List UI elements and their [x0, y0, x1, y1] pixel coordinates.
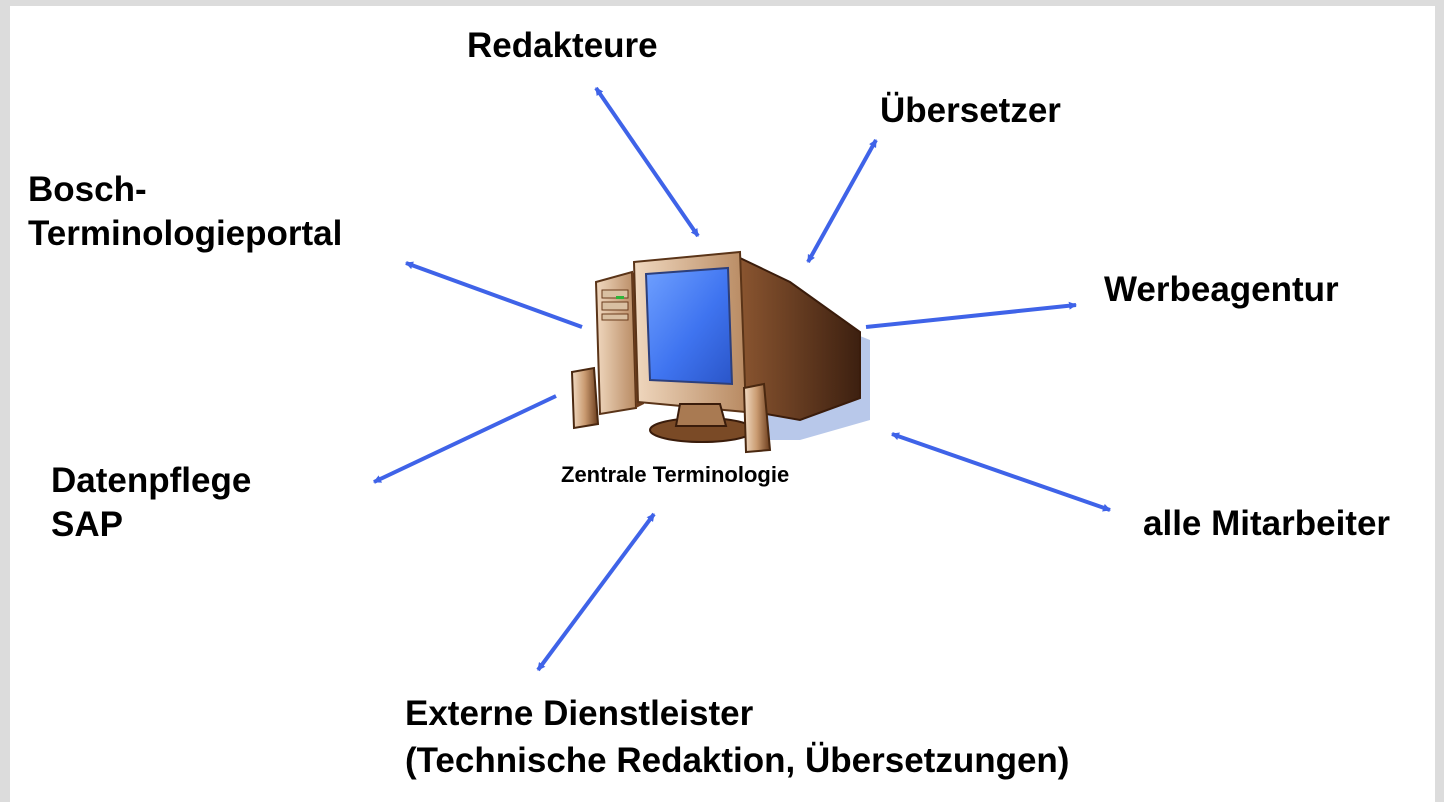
arrow-uebersetzer: [806, 139, 878, 263]
arrow-datenpflege: [373, 394, 557, 484]
label-mitarbeiter: alle Mitarbeiter: [1143, 504, 1391, 543]
label-uebersetzer: Übersetzer: [880, 91, 1061, 130]
arrow-externe: [536, 512, 656, 672]
label-werbeagentur: Werbeagentur: [1104, 270, 1339, 309]
arrow-bosch: [405, 261, 583, 329]
computer-icon: [570, 250, 870, 454]
label-externe: Externe Dienstleister (Technische Redakt…: [405, 694, 1070, 781]
arrow-werbeagentur: [865, 301, 1077, 329]
label-bosch: Bosch- Terminologieportal: [28, 170, 343, 253]
label-redakteure: Redakteure: [467, 26, 658, 65]
arrow-redakteure: [594, 86, 700, 238]
arrow-mitarbeiter: [891, 432, 1111, 512]
label-datenpflege: Datenpflege SAP: [51, 461, 252, 544]
label-zentrale-terminologie: Zentrale Terminologie: [561, 462, 790, 487]
connector-arrows: [373, 86, 1111, 672]
